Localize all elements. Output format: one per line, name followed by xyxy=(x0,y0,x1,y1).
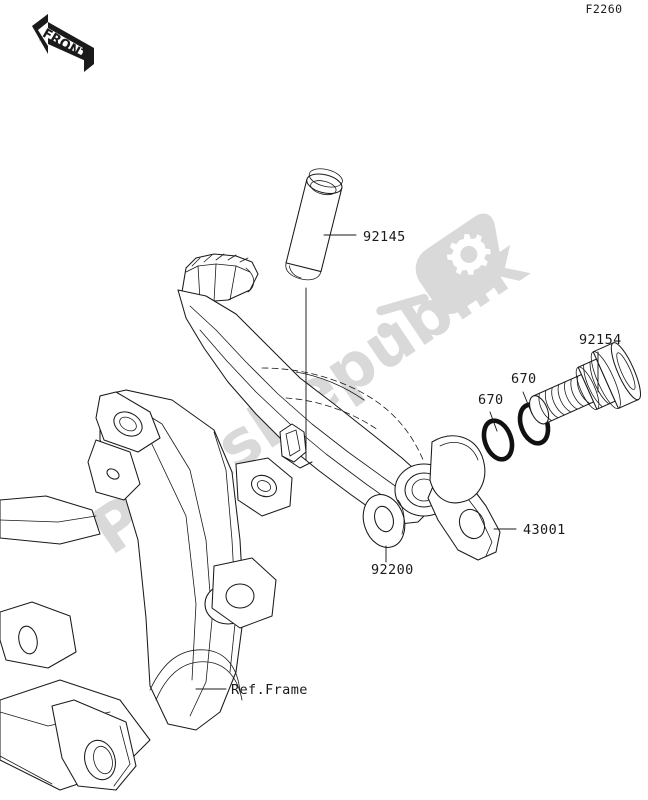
gear-icon xyxy=(446,234,491,275)
label-92200: 92200 xyxy=(371,562,414,578)
frame-assembly xyxy=(0,389,293,791)
bolt-head-left-face xyxy=(590,351,621,410)
watermark-emblem xyxy=(376,213,502,338)
bolt-thread-6 xyxy=(570,378,584,407)
frame-right-lower-hole xyxy=(225,583,255,609)
bolt-thread-4 xyxy=(557,384,572,413)
front-orientation-marker: FRONT xyxy=(32,14,94,72)
bolt-thread-2 xyxy=(544,390,559,419)
pedal-stopper-base xyxy=(281,455,313,469)
label-ref-frame: Ref.Frame xyxy=(231,682,308,698)
leader-670-lower xyxy=(489,411,498,432)
spring-bottom-shade xyxy=(289,265,302,279)
spring-top-bore xyxy=(310,180,337,196)
wrench-head-icon xyxy=(377,322,393,338)
gear-hub-icon xyxy=(460,245,478,263)
wrench-handle-icon xyxy=(376,293,429,316)
pedal-peg-curve xyxy=(245,267,255,293)
frame-upper-hole-inner xyxy=(119,416,137,432)
pedal-serrations xyxy=(191,253,249,267)
bolt-thread-7 xyxy=(576,375,591,404)
pedal-arm-crease-top xyxy=(189,305,413,499)
label-670-upper: 670 xyxy=(511,371,537,387)
frame-upper-hole xyxy=(113,411,143,437)
pedal-upper-lobe-crease xyxy=(439,442,479,461)
leader-670-upper xyxy=(522,391,533,415)
frame-upper-arm xyxy=(95,391,161,453)
frame-right-boss-hole xyxy=(250,474,278,498)
frame-rail-mid xyxy=(0,495,101,545)
frame-rail-crease xyxy=(0,515,97,523)
label-670-lower: 670 xyxy=(478,392,504,408)
oring-lower-ring xyxy=(481,418,515,462)
frame-cutout-arc-2 xyxy=(155,661,243,701)
bolt-collar-left-face xyxy=(575,366,600,410)
pedal-stopper-face xyxy=(285,429,301,457)
frame-right-boss-plate xyxy=(235,457,293,517)
frame-right-boss-hole-inner xyxy=(256,480,272,492)
washer-outer xyxy=(362,494,406,548)
pedal-hidden-edge-2 xyxy=(285,397,379,431)
bolt-head-right-face xyxy=(610,342,642,401)
frame-bracket-crease-1 xyxy=(129,403,213,717)
frame-lug-hole-inner xyxy=(93,745,113,775)
frame-bracket-crease-3 xyxy=(213,431,237,673)
frame-flange-hole xyxy=(106,468,120,480)
bolt-collar-groove-1 xyxy=(583,364,603,408)
spring-top-coil xyxy=(308,168,343,188)
frame-right-lower-plate xyxy=(211,557,277,629)
washer-thickness xyxy=(397,499,405,535)
pedal-arm-crease-bottom xyxy=(199,329,401,509)
pedal-hidden-edge-1 xyxy=(261,367,425,463)
frame-plate-hole xyxy=(18,625,38,655)
pedal-upper-lobe xyxy=(429,435,486,504)
spring-top-rim xyxy=(306,173,343,195)
part-labels: 92145 92154 670 670 43001 92200 Ref.Fram… xyxy=(231,229,622,698)
label-92145: 92145 xyxy=(363,229,406,245)
front-arrow-inner xyxy=(38,22,83,56)
brake-pedal-43001 xyxy=(177,253,501,561)
frame-plate-left xyxy=(0,601,77,669)
diagram-code: F2260 xyxy=(585,2,622,16)
leader-lines xyxy=(195,234,599,690)
part-92145-spring xyxy=(285,168,343,281)
label-43001: 43001 xyxy=(523,522,566,538)
washer-hole xyxy=(374,505,394,533)
frame-tube-edge xyxy=(0,755,53,785)
label-92154: 92154 xyxy=(579,332,622,348)
spring-bottom-rim xyxy=(285,262,322,281)
frame-lug-shade xyxy=(113,725,131,787)
frame-cutout-arc xyxy=(149,649,241,693)
frame-lug-hole xyxy=(84,739,116,781)
part-670-oring-lower xyxy=(481,418,515,462)
pedal-arm-step xyxy=(295,371,365,401)
frame-bracket-crease-2 xyxy=(149,439,197,681)
bolt-thread-1 xyxy=(538,392,553,422)
bolt-head-chamfer xyxy=(616,352,636,390)
part-92154-bolt xyxy=(529,342,642,425)
bolt-collar-groove-2 xyxy=(589,361,610,405)
pedal-clevis-hole xyxy=(458,508,486,540)
bolt-thread-3 xyxy=(551,387,565,416)
bolt-thread-5 xyxy=(564,381,578,410)
part-92200-washer xyxy=(362,494,406,548)
